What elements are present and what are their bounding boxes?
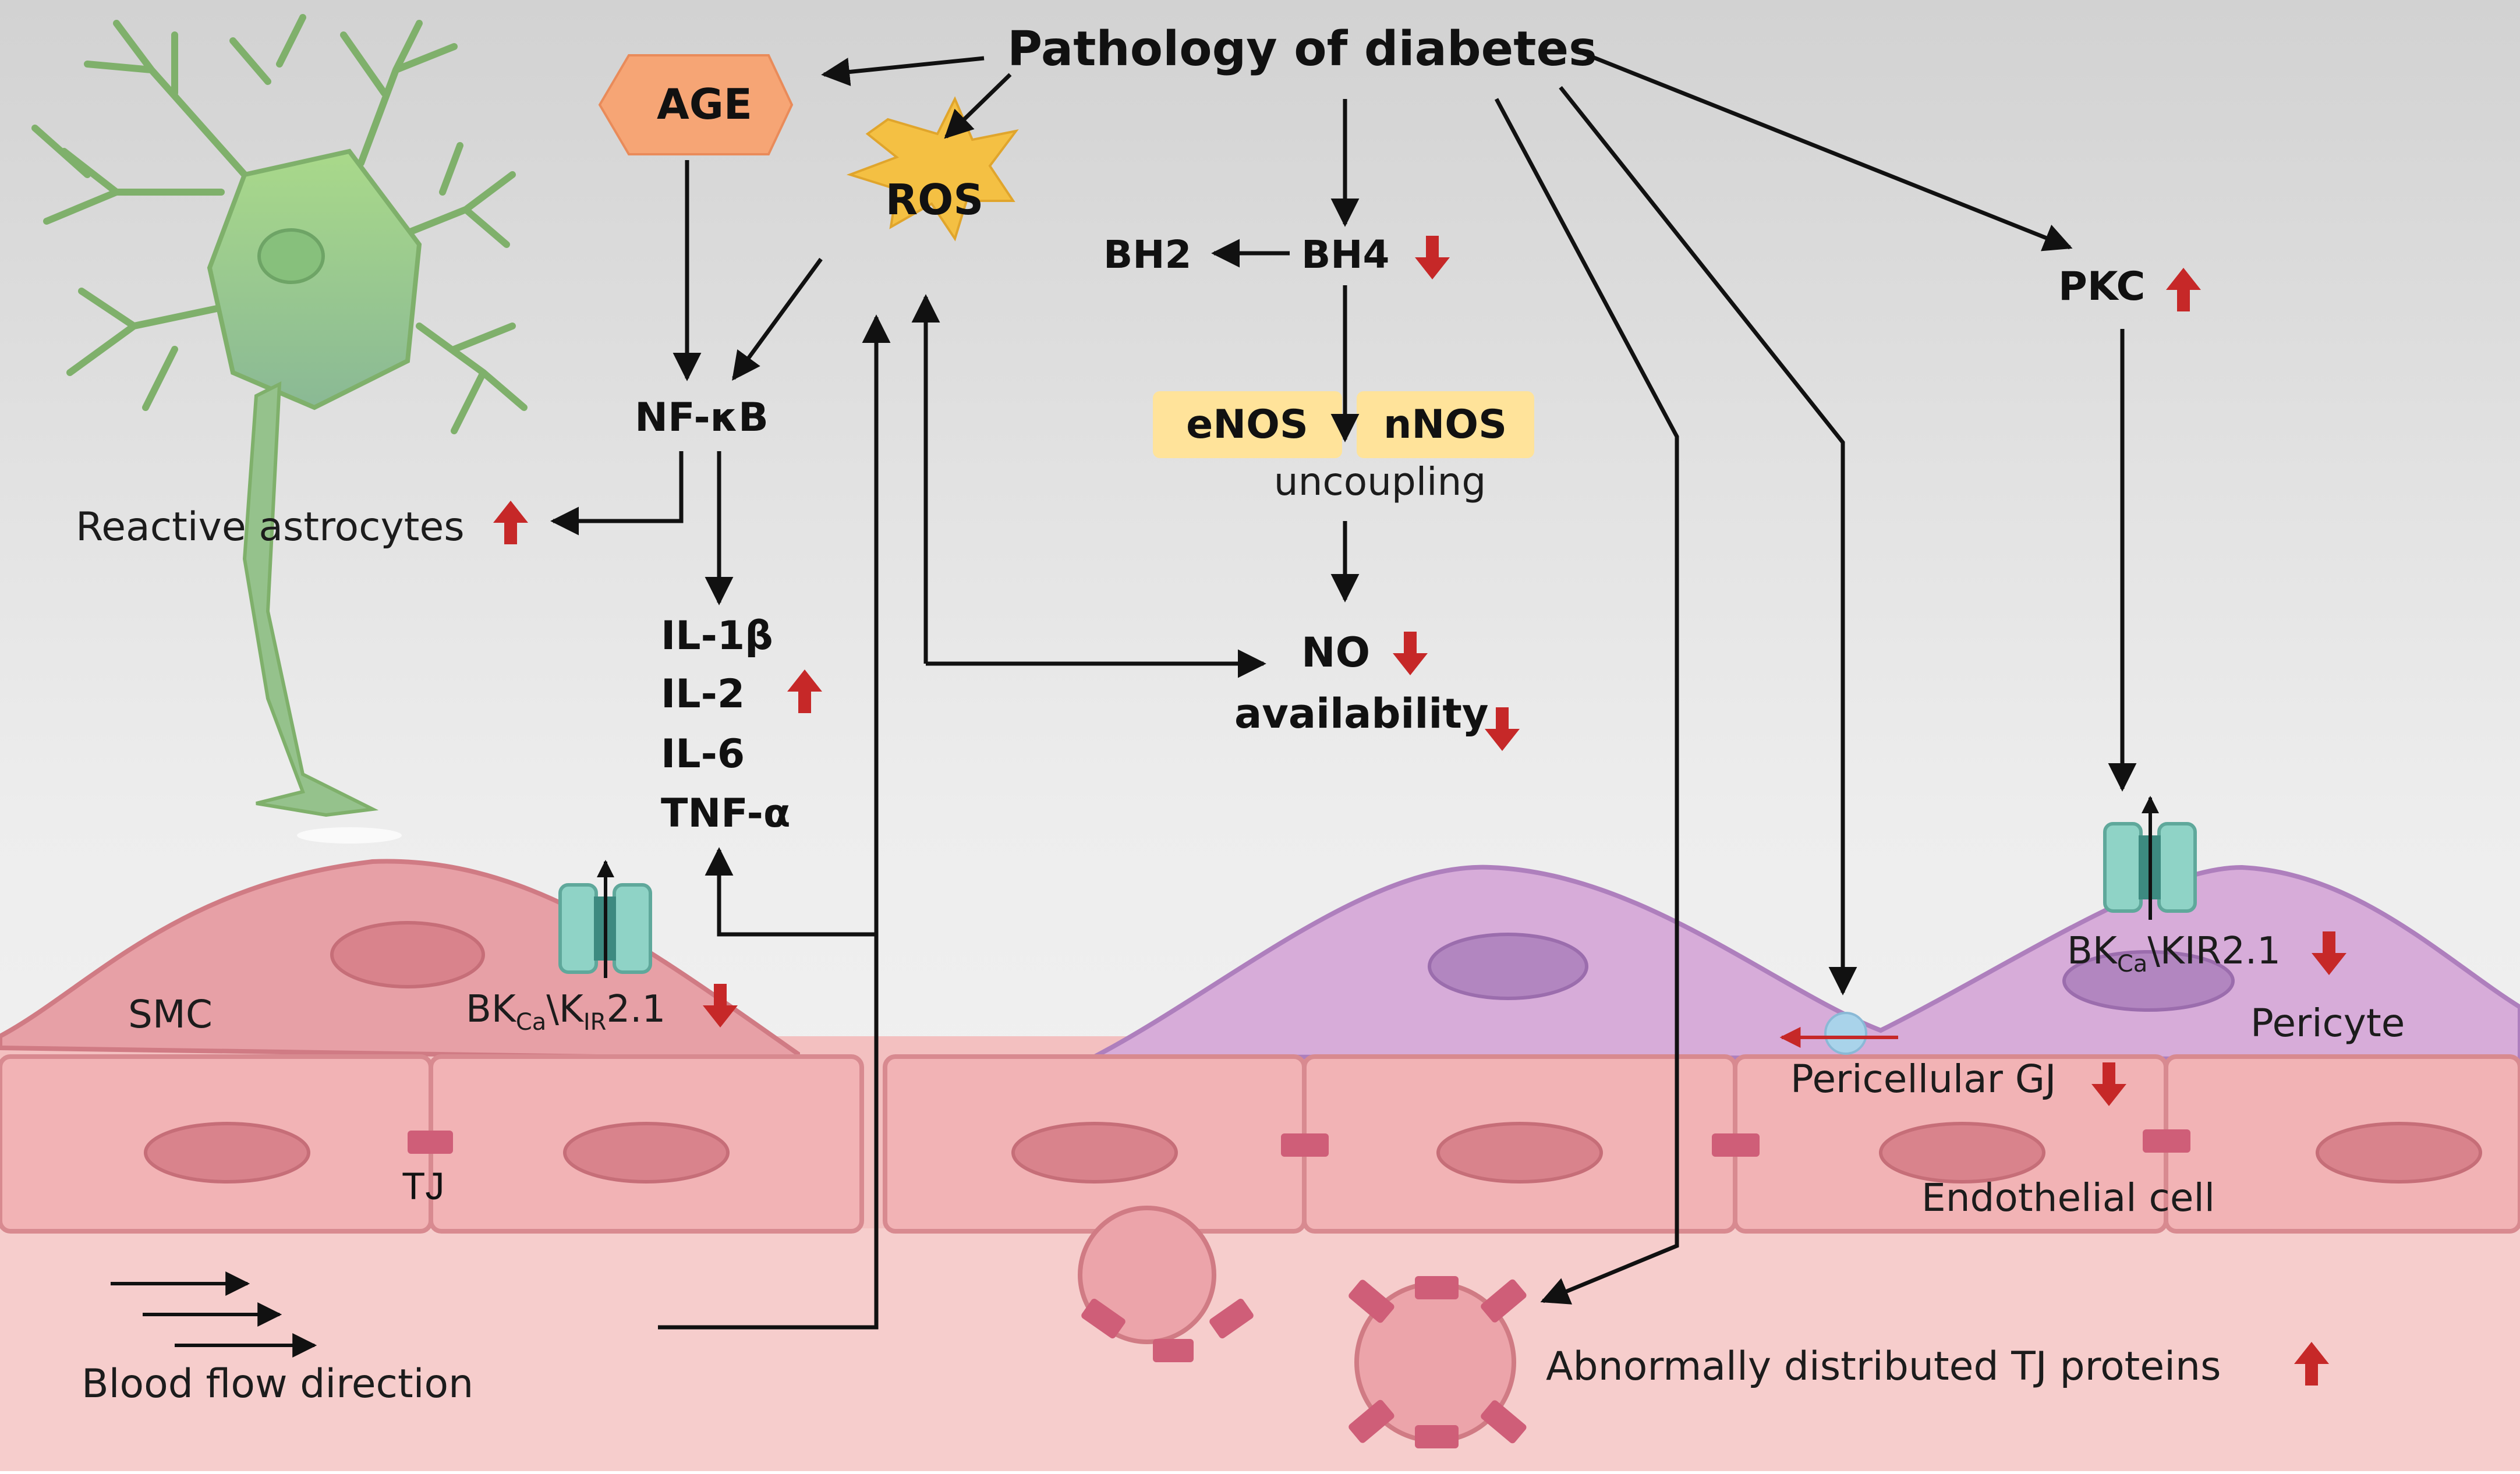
abnormal-tj-label: Abnormally distributed TJ proteins: [1546, 1344, 2221, 1390]
tj-vesicle-small: [1078, 1206, 1254, 1362]
cytokine-tnfa: TNF-α: [661, 791, 791, 837]
il2-up-arrow: [787, 669, 822, 713]
bh2-label: BH2: [1103, 232, 1191, 277]
cytokine-il6: IL-6: [661, 731, 745, 777]
astrocyte-illustration: [31, 14, 528, 434]
pericyte-nucleus-left: [1428, 933, 1588, 1000]
blood-flow-arrows: [111, 1271, 317, 1358]
vessel-lumen: [0, 1223, 2520, 1471]
astrocyte-shadow: [297, 827, 402, 844]
availability-down-arrow: [1485, 707, 1520, 751]
reactive-astrocytes-up-arrow: [493, 501, 528, 544]
pkc-up-arrow: [2166, 268, 2201, 311]
pericellular-gj-label: Pericellular GJ: [1790, 1057, 2056, 1101]
pericyte-nucleus-right: [2062, 950, 2235, 1012]
tight-junctions: [408, 1129, 2190, 1157]
smc-nucleus: [330, 921, 485, 988]
channel-right-label: BKCa\KIR2.1: [2067, 930, 2281, 977]
reactive-astrocytes-label: Reactive astrocytes: [76, 504, 465, 550]
nnos-label: nNOS: [1383, 402, 1507, 448]
channel-left-label: BKCa\KIR2.1: [466, 988, 666, 1036]
age-hexagon: [598, 54, 794, 155]
pathway-arrows: [550, 49, 2137, 1330]
astrocyte-nucleus: [257, 228, 325, 284]
bh4-down-arrow: [1415, 236, 1450, 279]
uncoupling-label: uncoupling: [1274, 459, 1486, 504]
channel-left-down-arrow: [703, 984, 738, 1027]
ion-channel-left: [558, 860, 652, 978]
smc-label: SMC: [128, 992, 213, 1037]
cytokine-il1b: IL-1β: [661, 613, 773, 659]
astrocyte-soma: [207, 148, 422, 410]
cytokine-il2: IL-2: [661, 671, 745, 717]
no-label: NO: [1301, 629, 1370, 676]
nnos-box: [1357, 391, 1534, 458]
channel-right-down-arrow: [2312, 931, 2346, 975]
age-label: AGE: [657, 80, 752, 129]
indicator-arrows: [493, 236, 2346, 1386]
astrocyte-endfoot: [242, 381, 379, 817]
ros-label: ROS: [886, 175, 984, 224]
ion-channel-right: [2103, 796, 2197, 920]
abnormal-tj-up-arrow: [2294, 1342, 2329, 1386]
blood-flow-label: Blood flow direction: [82, 1361, 473, 1407]
pericyte-cells: [1093, 864, 2520, 1062]
pkc-label: PKC: [2058, 264, 2145, 310]
tj-vesicle-abnormal: [1349, 1276, 1527, 1448]
gap-junction: [1779, 1012, 1898, 1055]
pericellular-gj-down-arrow: [2091, 1062, 2126, 1106]
enos-box: [1153, 391, 1342, 458]
no-down-arrow: [1393, 632, 1428, 675]
enos-label: eNOS: [1186, 402, 1308, 448]
endothelial-cell-label: Endothelial cell: [1921, 1175, 2215, 1220]
endothelial-nuclei: [144, 1122, 2482, 1184]
tj-label: TJ: [402, 1164, 444, 1207]
bh4-label: BH4: [1301, 232, 1389, 277]
availability-label: availability: [1234, 690, 1489, 738]
nfkb-label: NF-κB: [635, 395, 769, 441]
pericyte-label: Pericyte: [2250, 1001, 2405, 1046]
diagram-title: Pathology of diabetes: [1007, 22, 1597, 77]
